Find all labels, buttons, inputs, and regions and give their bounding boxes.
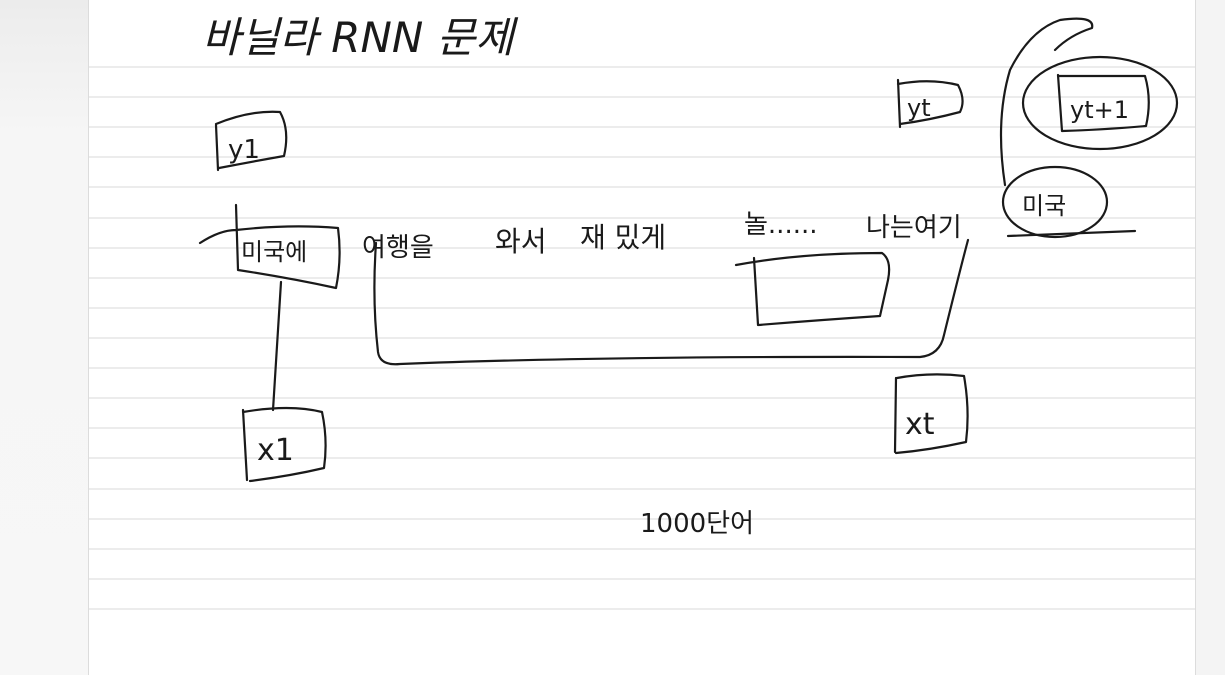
xt-label: xt — [905, 407, 935, 442]
xt-node: xt — [893, 373, 969, 455]
page-title: 바닐라 RNN 문제 — [202, 13, 518, 62]
usa-right-node: 미국 — [1001, 165, 1137, 239]
right-gutter — [1196, 0, 1225, 675]
yt1-label: yt+1 — [1070, 96, 1129, 124]
sentence-part-2: 와서 — [495, 225, 547, 258]
y1-label: y1 — [228, 135, 260, 165]
inner-box — [734, 251, 891, 327]
footnote-text: 1000단어 — [640, 509, 754, 539]
y1-node: y1 — [214, 110, 288, 172]
ruled-lines — [89, 66, 1195, 610]
sentence-part-4: 놀...... — [744, 210, 818, 240]
usa-left-label: 미국에 — [241, 238, 307, 266]
sentence: 여행을 와서 재 밌게 놀...... 나는여기 — [362, 210, 962, 263]
span-bracket — [373, 238, 970, 366]
usa-left-node: 미국에 — [198, 203, 341, 290]
yt1-node: yt+1 — [999, 17, 1179, 187]
yt-label: yt — [907, 94, 931, 122]
x1-node: x1 — [241, 280, 327, 483]
sentence-part-1: 여행을 — [362, 233, 434, 263]
sentence-part-5: 나는여기 — [866, 213, 962, 243]
yt-node: yt — [896, 78, 964, 129]
usa-right-label: 미국 — [1022, 192, 1066, 220]
left-gutter — [0, 0, 88, 675]
x1-label: x1 — [257, 433, 294, 468]
sentence-part-3: 재 밌게 — [580, 221, 666, 254]
